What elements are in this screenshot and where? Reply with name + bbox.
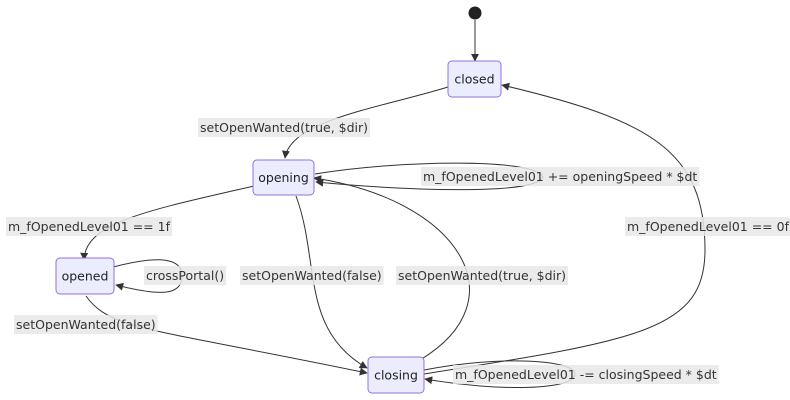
state-closing: closing <box>367 356 425 394</box>
state-closed: closed <box>447 60 502 98</box>
state-opening-label: opening <box>258 170 309 185</box>
svg-text:crossPortal(): crossPortal() <box>146 268 224 283</box>
svg-text:setOpenWanted(true, $dir): setOpenWanted(true, $dir) <box>398 268 566 283</box>
state-opened: opened <box>55 257 115 295</box>
label-opened-self: crossPortal() <box>144 266 227 285</box>
svg-text:m_fOpenedLevel01 == 0f: m_fOpenedLevel01 == 0f <box>627 219 790 234</box>
label-closing-to-opening: setOpenWanted(true, $dir) <box>396 266 569 285</box>
label-opening-self: m_fOpenedLevel01 += openingSpeed * $dt <box>421 167 700 186</box>
edge-closed-to-opening <box>281 86 449 159</box>
edge-closing-to-opening <box>313 175 470 361</box>
edge-closing-to-closed <box>423 82 706 375</box>
svg-text:m_fOpenedLevel01 -= closingSpe: m_fOpenedLevel01 -= closingSpeed * $dt <box>455 367 717 382</box>
label-closing-self: m_fOpenedLevel01 -= closingSpeed * $dt <box>453 365 719 384</box>
svg-text:setOpenWanted(false): setOpenWanted(false) <box>16 317 156 332</box>
state-opened-label: opened <box>62 269 109 284</box>
label-opening-to-opened: m_fOpenedLevel01 == 1f <box>6 217 172 236</box>
svg-text:setOpenWanted(false): setOpenWanted(false) <box>242 268 382 283</box>
state-closing-label: closing <box>374 368 418 383</box>
svg-text:setOpenWanted(true, $dir): setOpenWanted(true, $dir) <box>200 120 368 135</box>
state-opening: opening <box>252 159 315 196</box>
label-closing-to-closed: m_fOpenedLevel01 == 0f <box>625 217 790 236</box>
label-opening-to-closing: setOpenWanted(false) <box>240 266 384 285</box>
label-closed-to-opening: setOpenWanted(true, $dir) <box>198 118 371 137</box>
edge-opened-to-closing <box>85 295 368 376</box>
label-opened-to-closing: setOpenWanted(false) <box>14 315 158 334</box>
state-closed-label: closed <box>454 72 494 87</box>
svg-text:m_fOpenedLevel01 == 1f: m_fOpenedLevel01 == 1f <box>8 219 171 234</box>
edge-opening-to-closing <box>295 195 368 369</box>
start-node <box>468 6 482 20</box>
svg-text:m_fOpenedLevel01 += openingSpe: m_fOpenedLevel01 += openingSpeed * $dt <box>423 169 697 184</box>
